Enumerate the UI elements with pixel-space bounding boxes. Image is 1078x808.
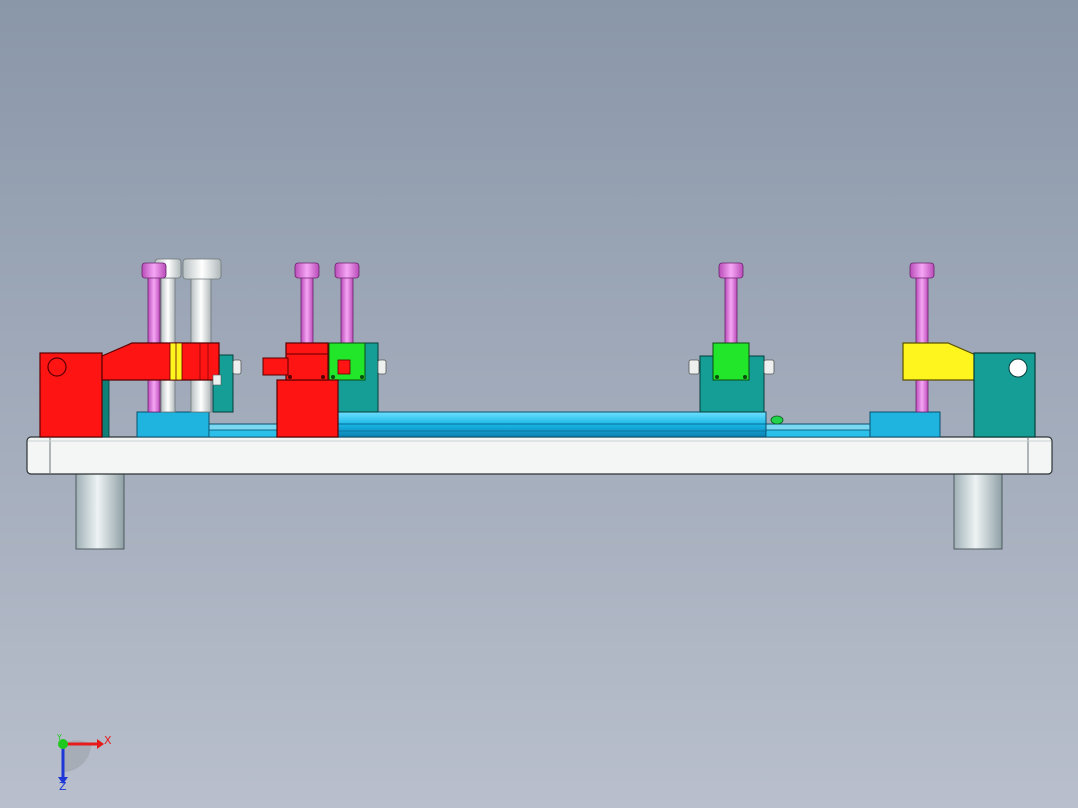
axis-x-label: X xyxy=(104,734,112,747)
support-leg-left[interactable] xyxy=(75,473,125,550)
right-green-block[interactable] xyxy=(712,342,750,381)
axis-z-label: Z xyxy=(59,780,67,793)
magenta-bolt-5[interactable] xyxy=(909,262,935,413)
blue-rail-assembly[interactable] xyxy=(136,411,941,438)
support-leg-right[interactable] xyxy=(953,473,1003,550)
left-red-clamp[interactable] xyxy=(39,342,222,438)
right-clamp-body[interactable] xyxy=(973,352,1036,438)
center-red-clamp[interactable] xyxy=(262,342,351,438)
right-yellow-clamp[interactable] xyxy=(902,342,979,381)
magenta-bolt-2[interactable] xyxy=(294,262,320,348)
axis-y-label: Y xyxy=(56,733,62,742)
base-plate[interactable] xyxy=(26,436,1053,475)
orientation-triad: X Y Z xyxy=(56,733,112,793)
